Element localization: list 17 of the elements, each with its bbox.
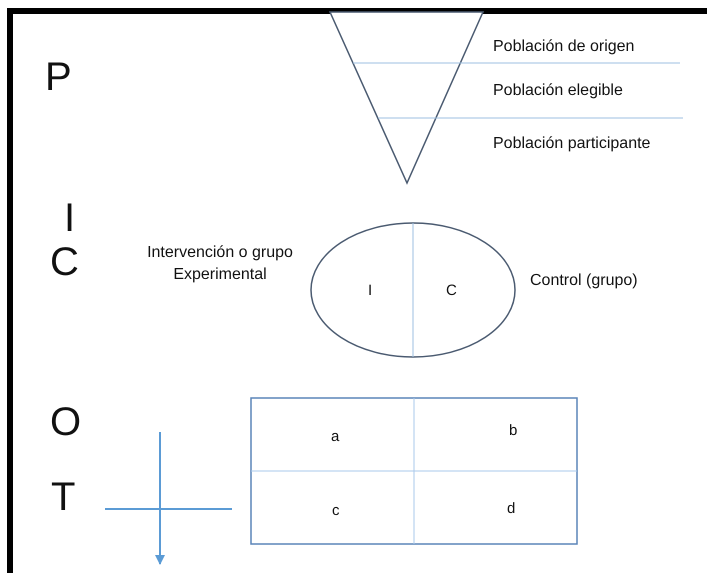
table-cell-text: b [509, 422, 518, 439]
acronym-letter: T [51, 475, 76, 520]
group-caption: Intervención o grupo Experimental [146, 243, 294, 286]
band-label: Población elegible [493, 82, 623, 100]
acronym-letter: C [50, 240, 79, 285]
acronym-letter: I [64, 196, 76, 241]
group-letter: C [446, 282, 457, 299]
band-label: Población de origen [493, 38, 634, 56]
acronym-letter: P [45, 55, 72, 100]
band-label: Población participante [493, 135, 650, 153]
table-cell-text: d [507, 500, 516, 517]
ellipse-node [310, 222, 516, 358]
table-cell-text: c [332, 502, 340, 519]
group-caption: Control (grupo) [530, 271, 639, 291]
acronym-letter: O [50, 400, 82, 445]
table-cell-text: a [331, 428, 340, 445]
group-letter: I [368, 282, 372, 299]
